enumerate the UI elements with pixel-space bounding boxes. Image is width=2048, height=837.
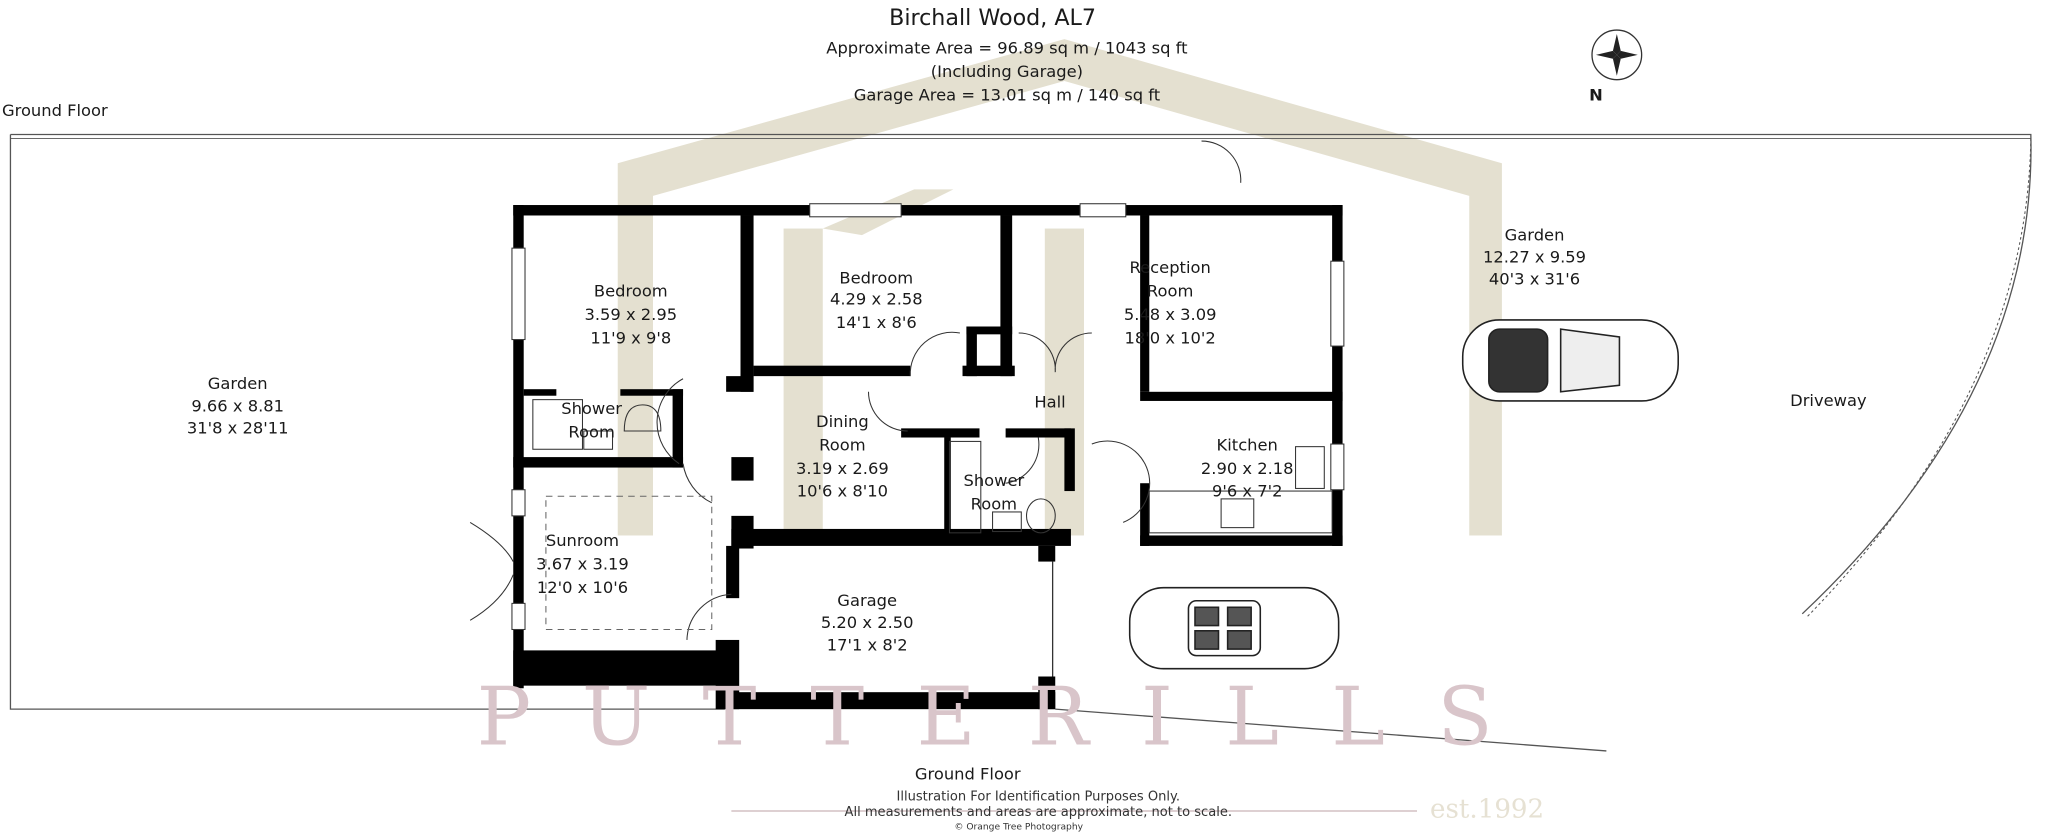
svg-text:Room: Room bbox=[971, 494, 1017, 513]
room-reception: Reception Room 5.48 x 3.09 18'0 x 10'2 bbox=[1124, 258, 1217, 348]
svg-text:Shower: Shower bbox=[963, 471, 1024, 490]
sunroom-dashed-area bbox=[545, 495, 713, 631]
watermark-est: est.1992 bbox=[1430, 795, 1544, 825]
svg-text:5.48 x 3.09: 5.48 x 3.09 bbox=[1124, 305, 1217, 324]
car-icon bbox=[1461, 319, 1679, 402]
svg-text:3.19 x 2.69: 3.19 x 2.69 bbox=[796, 459, 889, 478]
svg-text:Kitchen: Kitchen bbox=[1217, 436, 1278, 455]
compass-north-label: N bbox=[1589, 86, 1603, 105]
walls bbox=[513, 205, 1343, 710]
room-bedroom-2: Bedroom 4.29 x 2.58 14'1 x 8'6 bbox=[830, 268, 923, 331]
svg-text:Bedroom: Bedroom bbox=[594, 281, 668, 300]
page-title: Birchall Wood, AL7 bbox=[889, 5, 1096, 31]
svg-text:17'1 x 8'2: 17'1 x 8'2 bbox=[827, 635, 908, 654]
svg-text:10'6 x 8'10: 10'6 x 8'10 bbox=[797, 481, 888, 500]
room-shower-2: Shower Room bbox=[963, 471, 1024, 514]
svg-text:Dining: Dining bbox=[816, 412, 869, 431]
room-shower-1: Shower Room bbox=[561, 399, 622, 442]
footer-credit: © Orange Tree Photography bbox=[954, 822, 1083, 832]
garage-area: Garage Area = 13.01 sq m / 140 sq ft bbox=[854, 86, 1160, 105]
svg-text:12'0 x 10'6: 12'0 x 10'6 bbox=[537, 578, 628, 597]
svg-text:Room: Room bbox=[568, 423, 614, 442]
room-garden-right: Garden 12.27 x 9.59 40'3 x 31'6 bbox=[1483, 225, 1586, 288]
svg-text:40'3 x 31'6: 40'3 x 31'6 bbox=[1489, 270, 1580, 289]
svg-text:2.90 x 2.18: 2.90 x 2.18 bbox=[1201, 459, 1294, 478]
svg-text:4.29 x 2.58: 4.29 x 2.58 bbox=[830, 289, 923, 308]
svg-text:9'6 x 7'2: 9'6 x 7'2 bbox=[1212, 481, 1283, 500]
footer-measurements-note: All measurements and areas are approxima… bbox=[845, 805, 1233, 820]
windows bbox=[511, 203, 1345, 631]
plot-boundary bbox=[9, 133, 2032, 752]
svg-text:Shower: Shower bbox=[561, 399, 622, 418]
svg-text:5.20 x 2.50: 5.20 x 2.50 bbox=[821, 613, 914, 632]
svg-text:Room: Room bbox=[1147, 281, 1193, 300]
svg-text:Garage: Garage bbox=[837, 591, 897, 610]
room-dining: Dining Room 3.19 x 2.69 10'6 x 8'10 bbox=[796, 412, 889, 500]
footer-disclaimer: Illustration For Identification Purposes… bbox=[897, 790, 1180, 805]
room-garage: Garage 5.20 x 2.50 17'1 x 8'2 bbox=[821, 591, 914, 654]
svg-text:3.67 x 3.19: 3.67 x 3.19 bbox=[536, 554, 629, 573]
compass-icon bbox=[1591, 29, 1643, 81]
svg-text:18'0 x 10'2: 18'0 x 10'2 bbox=[1125, 328, 1216, 347]
svg-text:Bedroom: Bedroom bbox=[839, 268, 913, 287]
svg-text:Garden: Garden bbox=[1505, 225, 1565, 244]
svg-text:12.27 x 9.59: 12.27 x 9.59 bbox=[1483, 248, 1586, 267]
room-hall: Hall bbox=[1034, 392, 1065, 411]
watermark-brand: PUTTERILLS bbox=[477, 670, 1545, 764]
svg-text:3.59 x 2.95: 3.59 x 2.95 bbox=[584, 305, 677, 324]
room-driveway: Driveway bbox=[1790, 391, 1867, 410]
svg-text:11'9 x 9'8: 11'9 x 9'8 bbox=[590, 328, 671, 347]
fixtures bbox=[532, 399, 1333, 534]
including-note: (Including Garage) bbox=[931, 62, 1083, 81]
doors bbox=[469, 140, 1242, 640]
room-kitchen: Kitchen 2.90 x 2.18 9'6 x 7'2 bbox=[1201, 436, 1294, 501]
room-garden-left: Garden 9.66 x 8.81 31'8 x 28'11 bbox=[187, 374, 289, 437]
svg-text:Garden: Garden bbox=[208, 374, 268, 393]
floor-label-bottom: Ground Floor bbox=[915, 765, 1021, 784]
svg-text:Sunroom: Sunroom bbox=[546, 531, 619, 550]
floor-label-top: Ground Floor bbox=[2, 101, 108, 120]
room-bedroom-1: Bedroom 3.59 x 2.95 11'9 x 9'8 bbox=[584, 281, 677, 347]
svg-text:9.66 x 8.81: 9.66 x 8.81 bbox=[191, 396, 284, 415]
svg-text:Room: Room bbox=[819, 436, 865, 455]
room-sunroom: Sunroom 3.67 x 3.19 12'0 x 10'6 bbox=[536, 531, 629, 597]
svg-text:31'8 x 28'11: 31'8 x 28'11 bbox=[187, 419, 289, 438]
svg-text:Reception: Reception bbox=[1130, 258, 1211, 277]
approx-area: Approximate Area = 96.89 sq m / 1043 sq … bbox=[826, 39, 1187, 58]
svg-text:14'1 x 8'6: 14'1 x 8'6 bbox=[836, 313, 917, 332]
car-icon bbox=[1128, 586, 1340, 670]
